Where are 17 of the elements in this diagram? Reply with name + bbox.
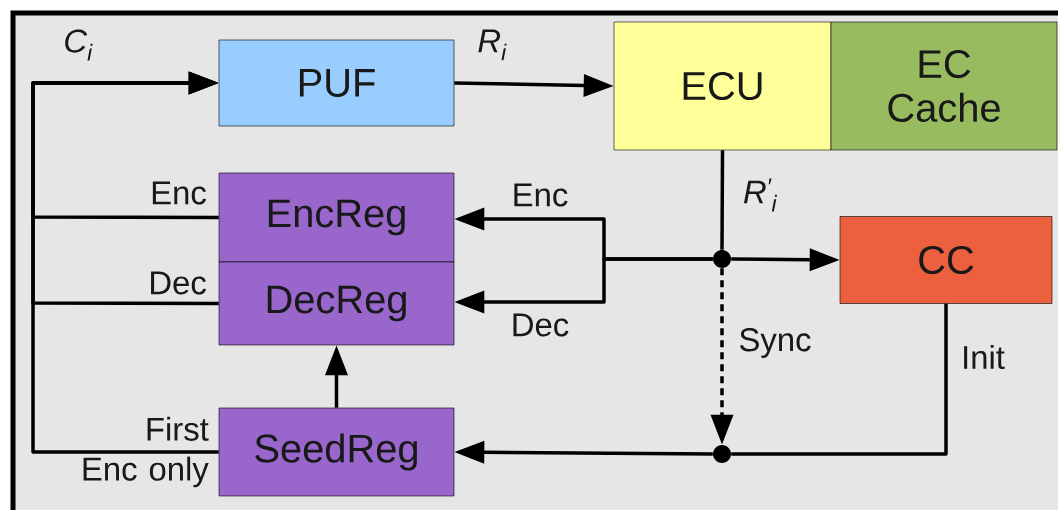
edge-label: Enc — [149, 180, 208, 206]
edge-label: Sync — [737, 327, 813, 359]
block-box: DecReg — [218, 261, 455, 346]
edge-label: First Enc only — [83, 416, 209, 488]
block-box: PUF — [218, 39, 455, 127]
block-box: CC — [839, 216, 1053, 304]
block-box: EncReg — [218, 172, 455, 263]
edge-label: R$_{i}$ — [476, 28, 508, 62]
signal-label: C$_{i}$ — [65, 29, 93, 61]
block-box: SeedReg — [218, 407, 455, 497]
block-box: EC Cache — [830, 21, 1058, 151]
edge-label: Dec — [147, 270, 208, 296]
junction-dot — [713, 250, 731, 268]
edge-label: Init — [960, 343, 1006, 371]
arrow — [31, 71, 219, 454]
block-box: ECU — [613, 21, 832, 151]
junction-dot — [713, 445, 731, 463]
